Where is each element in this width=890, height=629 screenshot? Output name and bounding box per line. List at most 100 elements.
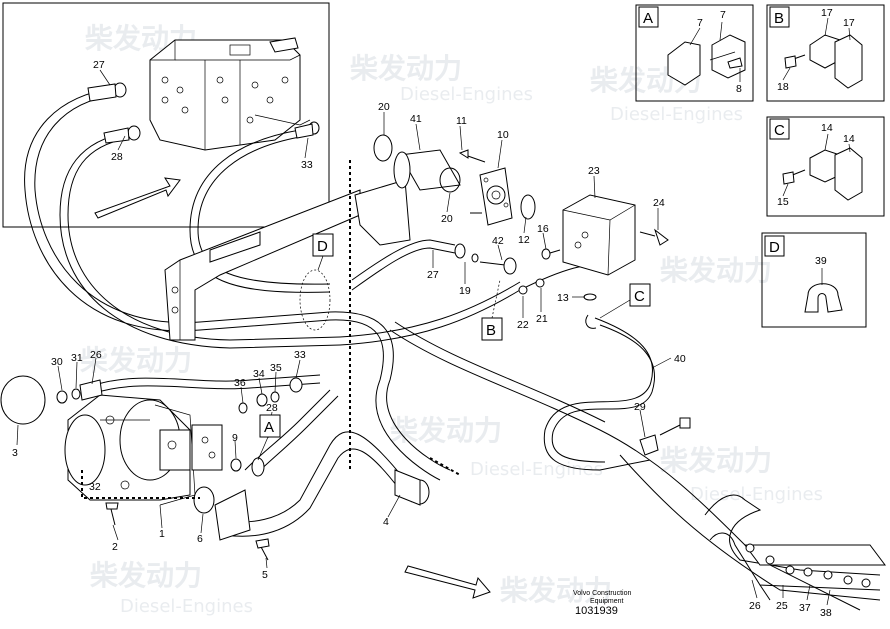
detail-letter: B [774,10,784,27]
watermark-en: Diesel-Engines [690,484,823,505]
part-label: 34 [253,368,265,380]
part-label: 17 [843,17,855,29]
caption-company: Equipment [590,598,624,605]
watermark-en: Diesel-Engines [400,84,533,105]
hose-fitting [251,457,265,477]
mounting-bracket [164,179,411,341]
hose-fitting [471,253,479,263]
part-label: 13 [557,292,569,304]
watermark-en: Diesel-Engines [610,104,743,125]
callout-letter: C [634,288,645,305]
hose-fitting [454,243,466,259]
bolt [679,417,691,429]
part-label: 17 [821,7,833,19]
part-label: 25 [776,600,788,612]
plug [518,285,528,295]
return-tube [224,431,430,537]
part-label: 1 [159,528,165,540]
part-label: 7 [697,17,703,29]
callout-d: D [299,233,334,331]
callout-letter: D [317,238,328,255]
part-label: 8 [736,83,742,95]
callout-c: C [599,283,651,319]
part-label: 23 [588,165,600,177]
part-label: 19 [459,285,471,297]
detail-letter-box [769,6,790,28]
watermark-en: Diesel-Engines [120,596,253,617]
figure-number: 1031939 [575,605,618,617]
hose-27 [351,247,456,291]
watermark-cn: 柴发动力 [660,254,772,287]
part-label: 37 [799,602,811,614]
bolt [105,502,119,510]
part-label: 33 [301,159,313,171]
part-label: 33 [294,349,306,361]
detail-box-b: B 17 17 18 [766,4,885,102]
hose-40 [551,324,656,463]
detail-letter-box [769,118,790,140]
part-label: 35 [270,362,282,374]
part-label: 42 [492,235,504,247]
section-divider [429,457,461,476]
part-label: 15 [777,196,789,208]
part-label: 31 [71,352,83,364]
flange-plate [214,489,251,541]
leader-lines [16,69,831,606]
tube [619,454,881,601]
detail-box-c: C 14 14 15 [766,116,885,217]
watermark-cn: 柴发动力 [80,344,192,377]
control-valve-block [149,37,311,151]
o-ring [230,458,242,472]
callout-b: B [481,279,503,341]
bolt [659,424,681,436]
caption: Volvo Construction Equipment 1031939 [573,590,631,617]
callout-letter: B [486,322,496,339]
callout-letter: A [264,419,274,436]
part-label: 9 [232,432,238,444]
part-label: 24 [653,197,665,209]
part-label: 28 [266,402,278,414]
o-ring [193,486,215,514]
part-label: 26 [90,349,102,361]
manifold [704,494,886,601]
part-label: 40 [674,353,686,365]
hose-27 [351,239,456,281]
hose-40 [543,317,654,471]
detail-box-d: D 39 [761,232,867,328]
part-label: 20 [441,213,453,225]
part-label: 30 [51,356,63,368]
detail-letter: D [769,239,780,256]
part-label: 20 [378,101,390,113]
part-label: 12 [518,234,530,246]
part-label: 29 [634,401,646,413]
part-label: 14 [821,122,833,134]
watermark-en: Diesel-Engines [470,459,603,480]
inset-frame [2,2,330,228]
bolt [255,538,270,549]
watermark: 柴发动力 Diesel-Engines 柴发动力 Diesel-Engines … [80,22,823,617]
watermark-cn: 柴发动力 [90,559,202,592]
watermark-cn: 柴发动力 [500,574,612,607]
adapter-assembly [373,134,669,301]
detail-letter-box [764,235,785,257]
hose-clamp [639,434,659,456]
tube [389,329,861,611]
part-label: 16 [537,223,549,235]
tube [394,321,606,423]
part-label: 4 [383,516,389,528]
o-ring [0,375,46,425]
part-label: 7 [720,9,726,21]
detail-letter: C [774,122,785,139]
hose-fitting [503,257,517,275]
part-label: 21 [536,313,548,325]
part-label: 38 [820,607,832,619]
part-label: 27 [427,269,439,281]
detail-box-a: A 7 7 8 [635,4,754,102]
part-labels: 27 28 33 20 41 11 10 23 20 12 16 24 27 1… [12,59,832,619]
hose-28 [244,389,331,471]
part-label: 14 [843,133,855,145]
part-label: 6 [197,533,203,545]
direction-arrow [404,565,491,599]
part-label: 10 [497,129,509,141]
plug [535,278,545,288]
